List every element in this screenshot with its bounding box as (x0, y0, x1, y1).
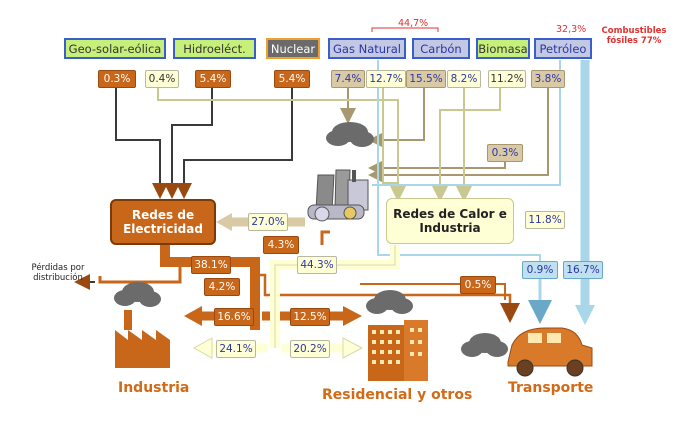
pct-heat-residencial: 20.2% (290, 340, 330, 358)
source-petroleo: Petróleo (534, 38, 592, 59)
heat-industry-hub: Redes de Calor e Industria (386, 198, 514, 244)
pct-nuclear: 5.4% (274, 70, 310, 88)
pct-petroleo-elec: 3.8% (531, 70, 565, 88)
pct-oil-to-transport: 16.7% (563, 261, 603, 279)
gas-carbon-bracket (371, 27, 439, 32)
source-to-elec-lines (115, 86, 293, 199)
pct-petroleo-to-heat: 11.8% (525, 211, 565, 229)
pct-gas-to-transport: 0.9% (522, 261, 558, 279)
source-biomasa: Biomasa (476, 38, 530, 59)
source-carbon: Carbón (412, 38, 470, 59)
pct-elec-loss: 4.2% (204, 278, 240, 296)
fossil-total-annotation: Combustibles fósiles 77% (601, 26, 667, 47)
pct-gas-elec: 7.4% (331, 70, 365, 88)
pct-hidro: 5.4% (195, 70, 231, 88)
pct-heat-out: 44.3% (297, 256, 337, 274)
source-hidroelectrica: Hidroeléct. (173, 38, 256, 59)
blue-lines (372, 60, 561, 262)
pct-plant-to-elec: 27.0% (248, 213, 288, 231)
pct-carbon-heat: 8.2% (447, 70, 481, 88)
to-heat-lines (157, 86, 501, 202)
building-illustration (368, 320, 428, 381)
car-illustration (507, 327, 593, 377)
pct-biomasa-elec: 0.3% (487, 144, 523, 162)
source-geo-solar-eolica: Geo-solar-eólica (64, 38, 166, 59)
pct-geo-elec: 0.3% (98, 70, 136, 88)
electricity-hub: Redes de Electricidad (110, 199, 216, 245)
pct-heat-to-elec: 4.3% (263, 236, 299, 254)
pct-to-transport: 0.5% (460, 276, 496, 294)
factory-illustration (115, 310, 170, 368)
source-gas-natural: Gas Natural (328, 38, 406, 59)
pct-carbon-elec: 15.5% (406, 70, 446, 88)
pct-gas-heat: 12.7% (366, 70, 406, 88)
sector-industria: Industria (118, 380, 190, 396)
sector-transporte: Transporte (508, 380, 594, 396)
pct-geo-other: 0.4% (145, 70, 179, 88)
pct-heat-industria: 24.1% (216, 340, 256, 358)
smoke-clouds (114, 122, 508, 357)
sector-residencial: Residencial y otros (322, 387, 473, 403)
pct-biomasa-heat: 11.2% (488, 70, 526, 88)
pct-elec-out: 38.1% (191, 256, 231, 274)
source-nuclear: Nuclear (266, 38, 320, 59)
petroleo-annotation: 32,3% (556, 24, 587, 35)
gas-carbon-annotation: 44,7% (398, 18, 429, 29)
pct-elec-industria: 16.6% (214, 308, 254, 326)
power-plant-illustration (307, 169, 369, 222)
losses-note: Pérdidas por distribución (31, 263, 85, 284)
fossil-to-plant-lines (340, 86, 549, 183)
pct-elec-residencial: 12.5% (290, 308, 330, 326)
